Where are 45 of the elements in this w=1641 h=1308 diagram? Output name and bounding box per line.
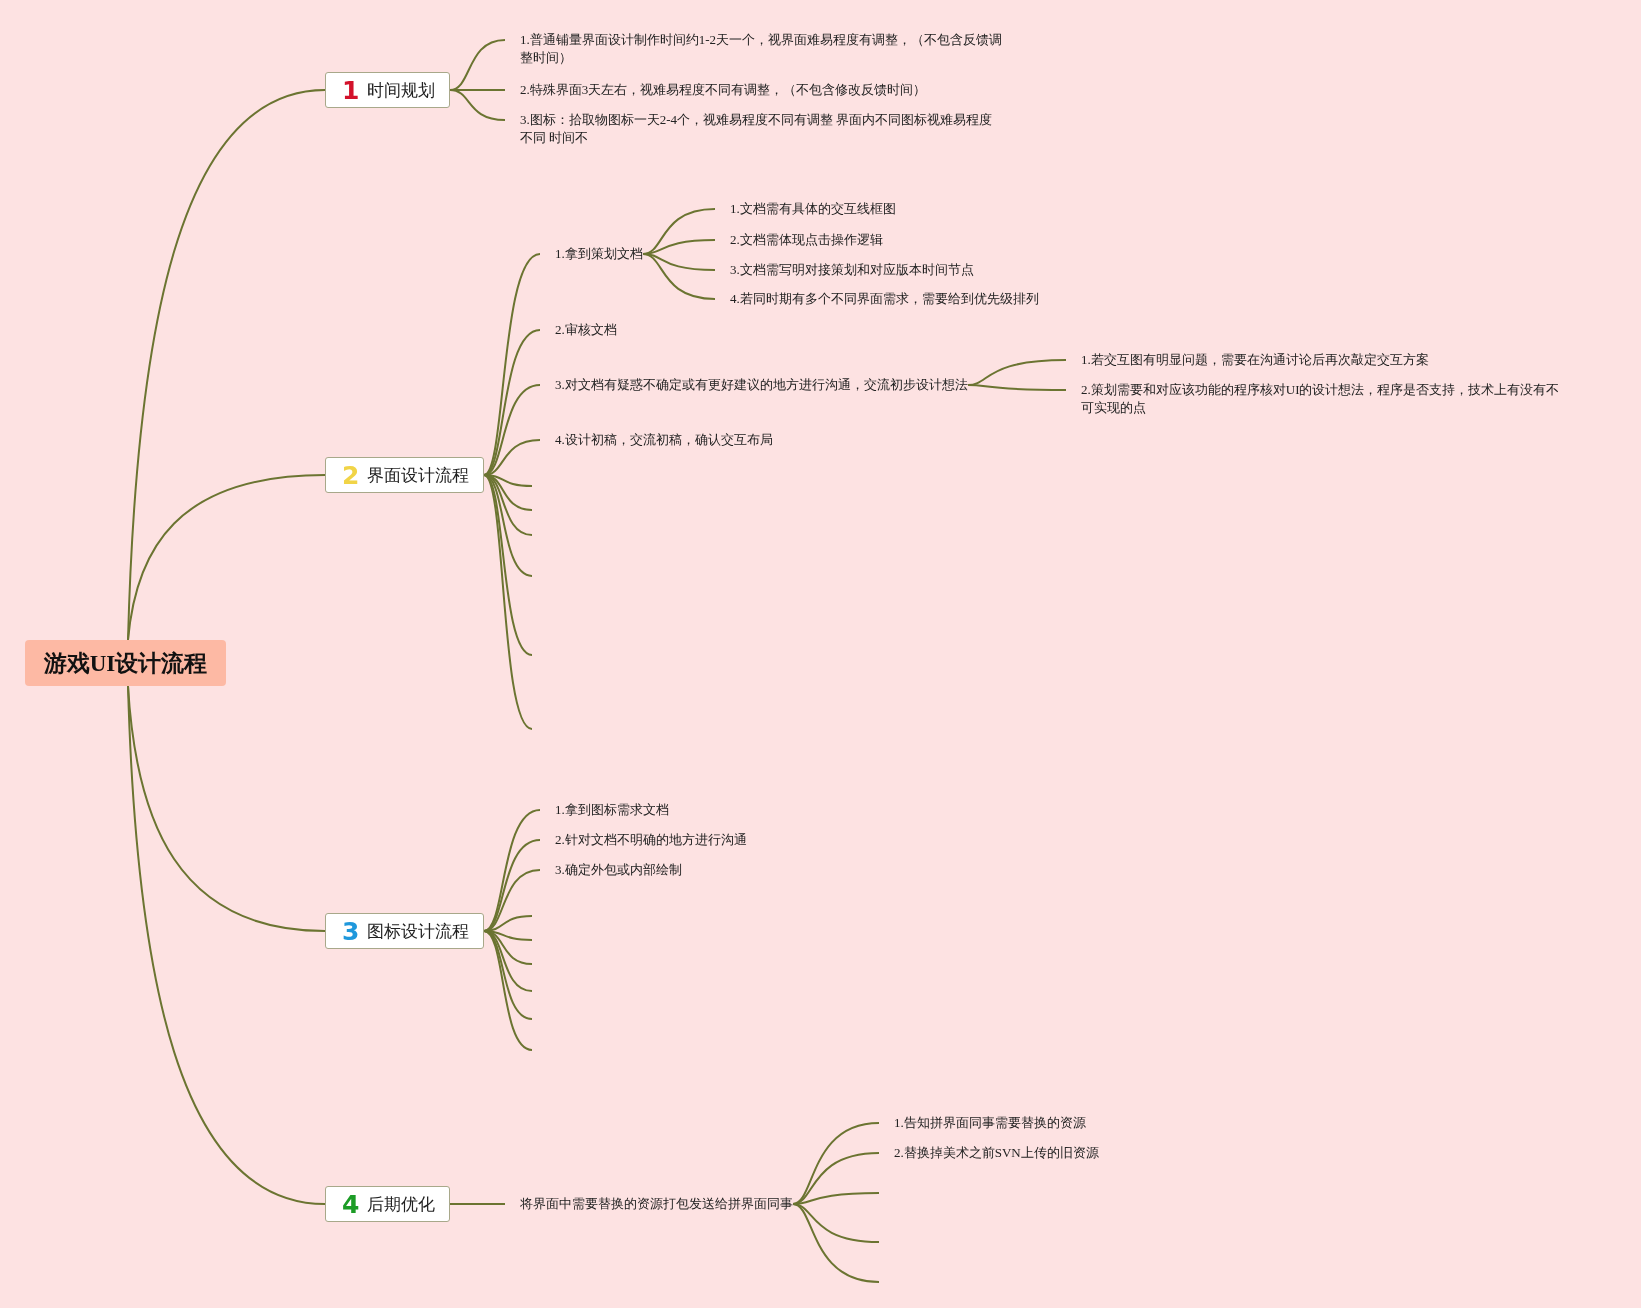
subtopic-text: 3.对文档有疑惑不确定或有更好建议的地方进行沟通，交流初步设计想法 — [540, 376, 968, 394]
branch-line — [127, 685, 326, 1205]
topic-number: 4 — [342, 1189, 360, 1219]
branch-line — [483, 930, 533, 992]
branch-line — [449, 89, 506, 121]
root-topic: 游戏UI设计流程 — [25, 640, 226, 686]
subtopic-text: 2.文档需体现点击操作逻辑 — [715, 231, 883, 249]
branch-line — [483, 253, 541, 476]
topic-box — [325, 457, 485, 493]
subtopic-text: 1.告知拼界面同事需要替换的资源 — [879, 1114, 1086, 1132]
subtopic-text: 2.针对文档不明确的地方进行沟通 — [540, 831, 747, 849]
branch-line — [127, 474, 326, 641]
subtopic-text: 1.若交互图有明显问题，需要在沟通讨论后再次敲定交互方案 — [1066, 351, 1429, 369]
subtopic-text: 4.若同时期有多个不同界面需求，需要给到优先级排列 — [715, 290, 1039, 308]
subtopic-text: 2.特殊界面3天左右，视难易程度不同有调整，（不包含修改反馈时间） — [505, 81, 927, 99]
branch-line — [483, 474, 533, 730]
subtopic-text: 3.确定外包或内部绘制 — [540, 861, 682, 879]
topic-label: 界面设计流程 — [367, 463, 470, 487]
topic-number: 3 — [342, 916, 360, 946]
subtopic-text: 2.策划需要和对应该功能的程序核对UI的设计想法，程序是否支持，技术上有没有不可实现的点 — [1066, 381, 1571, 417]
branch-line — [483, 839, 541, 932]
subtopic-text: 2.替换掉美术之前SVN上传的旧资源 — [879, 1144, 1099, 1162]
topic-label: 后期优化 — [367, 1192, 436, 1216]
branch-line — [642, 253, 716, 300]
subtopic-text: 将界面中需要替换的资源打包发送给拼界面同事 — [505, 1195, 793, 1213]
topic-label: 图标设计流程 — [367, 919, 470, 943]
subtopic-text: 4.设计初稿，交流初稿，确认交互布局 — [540, 431, 773, 449]
subtopic-text: 1.拿到图标需求文档 — [540, 801, 669, 819]
topic-label: 时间规划 — [367, 78, 436, 102]
topic-box — [325, 72, 451, 108]
branch-line — [483, 384, 541, 476]
subtopic-text: 1.文档需有具体的交互线框图 — [715, 200, 896, 218]
subtopic-text: 3.图标：拾取物图标一天2-4个，视难易程度不同有调整 界面内不同图标视难易程度不同 时间不 — [505, 111, 1005, 147]
branch-line — [792, 1203, 880, 1283]
subtopic-text: 1.拿到策划文档 — [540, 245, 643, 263]
subtopic-text: 2.审核文档 — [540, 321, 617, 339]
subtopic-text: 1.普通铺量界面设计制作时间约1-2天一个，视界面难易程度有调整，（不包含反馈调整时间） — [505, 31, 1005, 67]
topic-number: 2 — [342, 460, 360, 490]
subtopic-text: 3.文档需写明对接策划和对应版本时间节点 — [715, 261, 974, 279]
topic-box — [325, 913, 485, 949]
branch-line — [967, 384, 1067, 391]
topic-number: 1 — [342, 75, 360, 105]
branch-line — [449, 1203, 506, 1205]
branch-line — [483, 930, 533, 1051]
topic-box — [325, 1186, 451, 1222]
